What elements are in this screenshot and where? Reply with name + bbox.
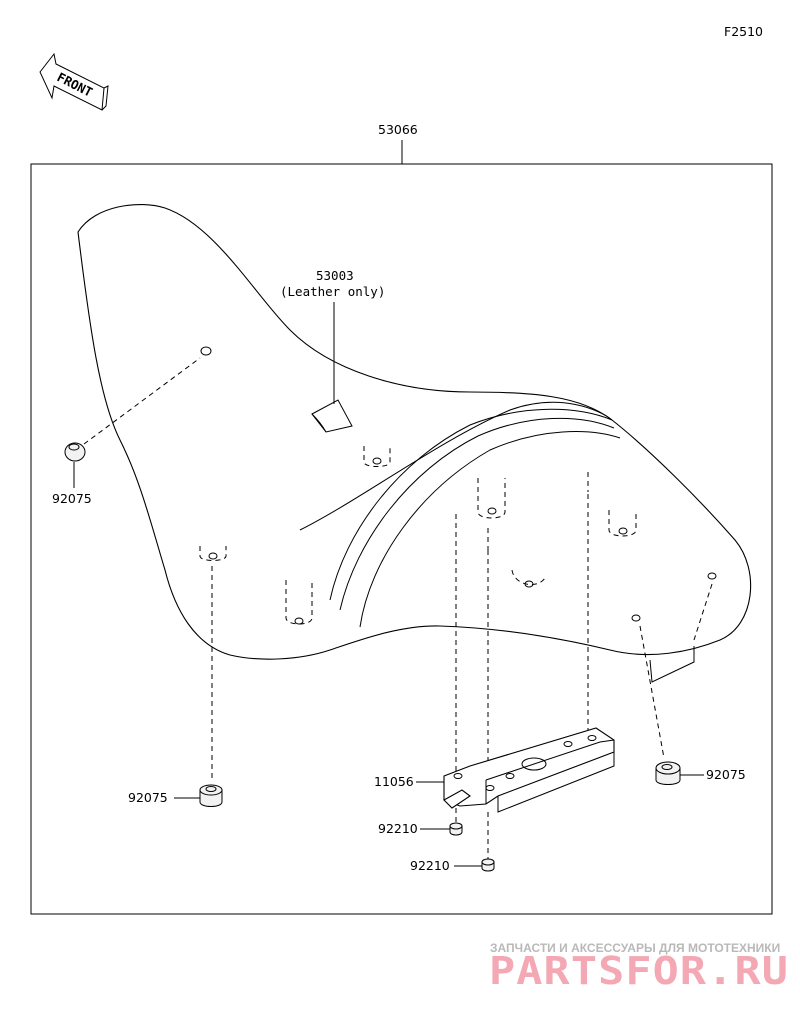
assembly-part-number: 53066 [378,122,418,137]
bracket-label: 11056 [374,774,414,789]
damper-left-upper: 92075 [52,357,201,506]
diagram-code: F2510 [724,24,763,39]
watermark: ЗАПЧАСТИ И АКСЕССУАРЫ ДЛЯ МОТОТЕХНИКИ PA… [489,941,789,993]
damper-right-label: 92075 [706,767,746,782]
watermark-logo: PARTSFOR.RU [489,949,789,993]
nut-upper: 92210 [378,808,463,836]
damper-left-upper-label: 92075 [52,491,92,506]
damper-right: 92075 [639,583,746,785]
seat-assembly [77,203,752,683]
damper-left-lower-label: 92075 [128,790,168,805]
damper-left-lower: 92075 [128,566,223,807]
cover-tag-note: (Leather only) [280,284,385,299]
nut-lower: 92210 [410,812,495,873]
nut-upper-label: 92210 [378,821,418,836]
front-arrow-icon: FRONT [39,52,109,111]
bracket: 11056 [374,727,615,813]
cover-tag-number: 53003 [316,268,354,283]
nut-lower-label: 92210 [410,858,450,873]
mounting-bosses [199,346,717,625]
assembly-frame [30,163,773,915]
watermark-caption: ЗАПЧАСТИ И АКСЕССУАРЫ ДЛЯ МОТОТЕХНИКИ [490,941,780,955]
